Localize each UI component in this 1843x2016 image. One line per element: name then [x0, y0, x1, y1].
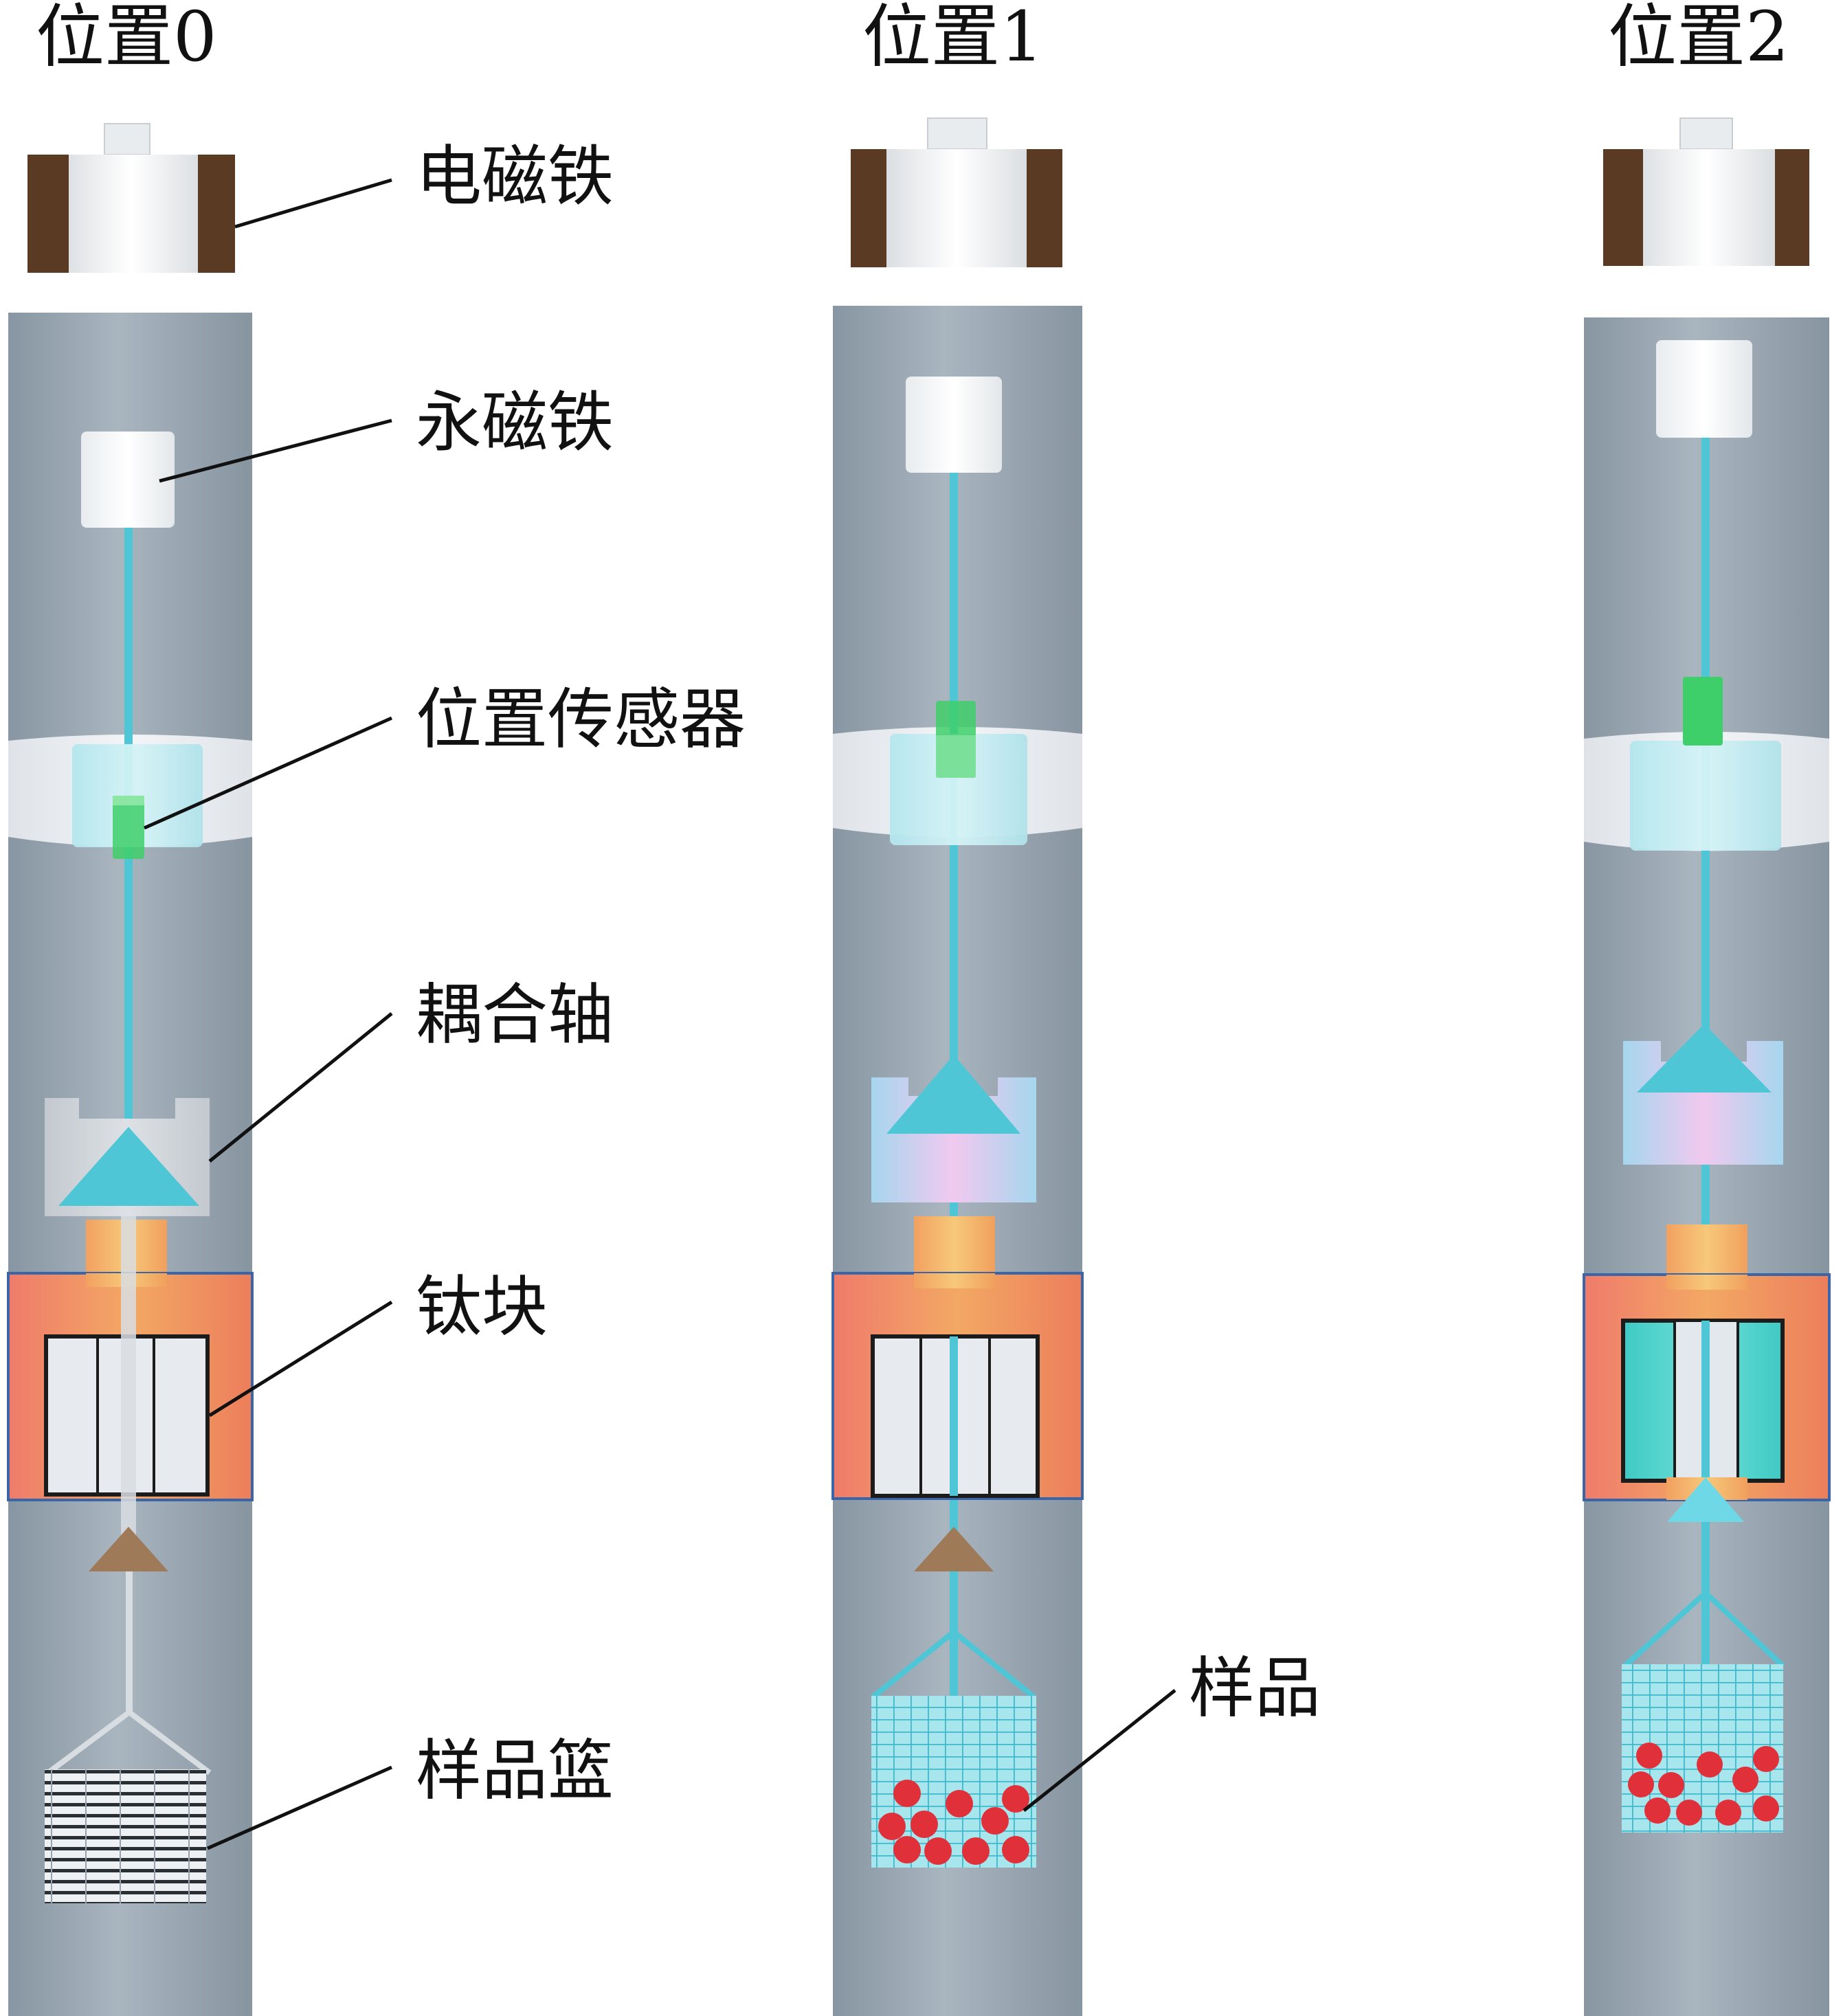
column-position-1: 位置1 [831, 0, 1084, 2016]
title-position-2: 位置2 [1608, 0, 1789, 77]
title-position-1: 位置1 [862, 0, 1044, 77]
permanent-magnet-1 [906, 377, 1002, 473]
label-sample: 样品 [1189, 1650, 1321, 1727]
samples-2 [1628, 1743, 1779, 1826]
label-titanium-block: 钛块 [416, 1268, 548, 1345]
label-coupling-shaft: 耦合轴 [416, 976, 614, 1053]
label-sample-basket: 样品篮 [416, 1732, 614, 1809]
rod-and-basket-0 [45, 1216, 212, 1903]
samples-1 [878, 1780, 1029, 1865]
electromagnet-2 [1603, 117, 1809, 266]
electromagnet-0 [27, 123, 235, 273]
title-position-0: 位置0 [36, 0, 217, 77]
leader-lines [143, 178, 1176, 1850]
rod-and-basket-1 [871, 1527, 1036, 1868]
titanium-block-2 [1583, 1224, 1831, 1522]
position-sensor-0 [113, 796, 144, 859]
coupling-shaft-2 [1623, 1024, 1783, 1165]
column-position-2: 位置2 [1583, 0, 1831, 2016]
shaft-0 [124, 528, 133, 1215]
label-permanent-magnet: 永磁铁 [416, 384, 614, 461]
sensor-housing-1 [890, 734, 1027, 845]
label-position-sensor: 位置传感器 [416, 681, 746, 758]
label-electromagnet: 电磁铁 [416, 138, 614, 215]
sensor-housing-2 [1630, 741, 1781, 851]
column-position-0: 位置0 [7, 0, 254, 2016]
coupling-shaft-0 [45, 1098, 210, 1216]
position-sensor-2 [1683, 677, 1723, 746]
permanent-magnet-2 [1656, 340, 1752, 438]
permanent-magnet-0 [81, 432, 175, 528]
coupling-shaft-1 [871, 1055, 1036, 1202]
basket-2 [1622, 1591, 1785, 1833]
sample-basket-0 [45, 1769, 206, 1903]
electromagnet-1 [851, 117, 1062, 267]
titanium-block-1 [831, 1216, 1084, 1500]
